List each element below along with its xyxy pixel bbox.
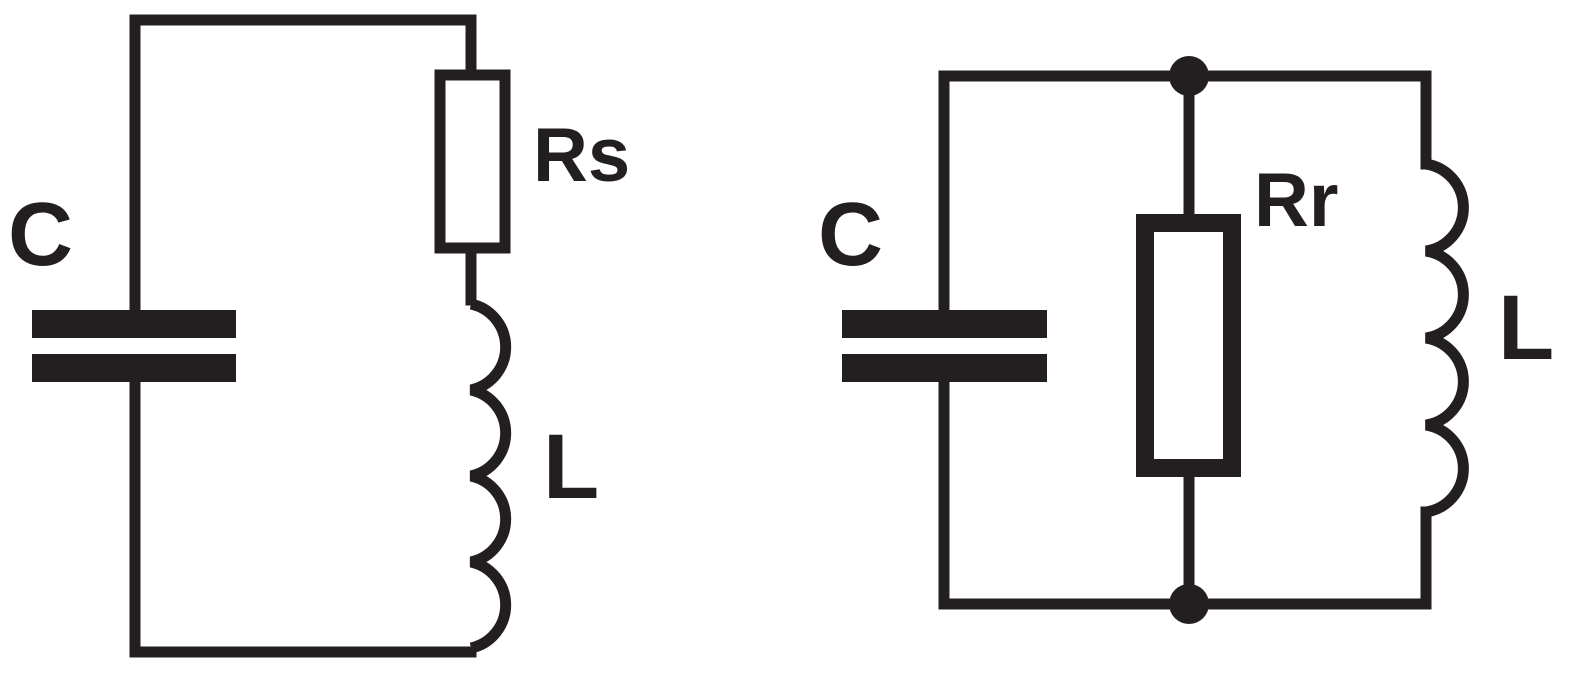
- parallel-resistor-rr: [1136, 214, 1241, 477]
- parallel-resistor-label: Rr: [1254, 158, 1338, 243]
- series-wire-top: [129, 14, 477, 316]
- parallel-inductor-label: L: [1498, 277, 1554, 379]
- series-wire-bottom: [129, 376, 477, 658]
- series-inductor-label: L: [543, 416, 599, 518]
- series-capacitor: [32, 310, 236, 382]
- capacitor-plate-bottom: [32, 354, 236, 382]
- series-inductor: [469, 298, 512, 654]
- parallel-inductor: [1424, 158, 1469, 518]
- series-rlc-circuit: C Rs L: [8, 14, 630, 658]
- parallel-rlc-circuit: C Rr L: [818, 56, 1554, 624]
- junction-node-top: [1169, 56, 1209, 96]
- series-resistor-rs: [434, 69, 511, 254]
- parallel-capacitor: [842, 310, 1047, 382]
- junction-node-bottom: [1169, 584, 1209, 624]
- parallel-capacitor-label: C: [818, 185, 883, 285]
- capacitor-plate-bottom: [842, 354, 1047, 382]
- series-resistor-label: Rs: [533, 113, 630, 198]
- capacitor-plate-top: [842, 310, 1047, 338]
- series-capacitor-label: C: [8, 185, 73, 285]
- capacitor-plate-top: [32, 310, 236, 338]
